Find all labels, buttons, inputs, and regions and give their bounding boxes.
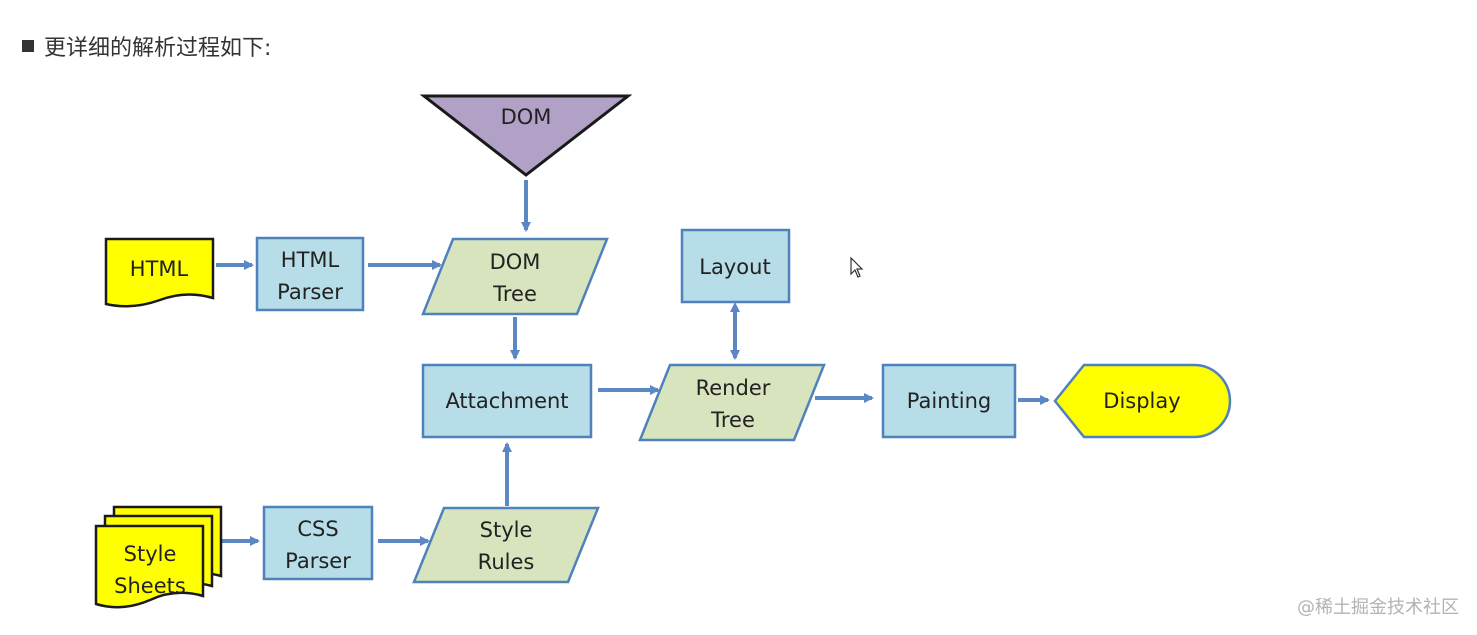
painting-label: Painting	[907, 389, 991, 413]
node-css-parser: CSS Parser	[262, 505, 374, 581]
html-label: HTML	[130, 257, 189, 281]
square-bullet-icon	[22, 40, 34, 52]
style-rules-line2: Rules	[478, 550, 535, 574]
node-style-sheets: Style Sheets	[94, 505, 223, 609]
node-style-rules: Style Rules	[412, 506, 600, 584]
node-html-parser: HTML Parser	[255, 236, 365, 312]
heading-text: 更详细的解析过程如下:	[44, 36, 272, 61]
node-render-tree: Render Tree	[638, 363, 826, 442]
css-parser-line2: Parser	[285, 549, 351, 573]
display-label: Display	[1103, 389, 1180, 413]
node-display: Display	[1053, 363, 1232, 439]
html-parser-line1: HTML	[281, 248, 340, 272]
render-tree-line2: Tree	[710, 408, 755, 432]
dom-label: DOM	[501, 105, 552, 129]
style-sheets-line2: Sheets	[114, 574, 186, 598]
node-html-document: HTML	[104, 237, 215, 308]
mouse-cursor-icon	[850, 256, 864, 278]
style-rules-line1: Style	[480, 518, 533, 542]
node-layout: Layout	[680, 228, 791, 304]
style-sheets-line1: Style	[124, 542, 177, 566]
html-parser-line2: Parser	[277, 280, 343, 304]
node-dom-tree: DOM Tree	[421, 237, 609, 316]
css-parser-line1: CSS	[297, 517, 338, 541]
node-painting: Painting	[881, 363, 1017, 439]
connector-arrows	[216, 180, 1050, 546]
layout-label: Layout	[699, 255, 770, 279]
node-attachment: Attachment	[421, 363, 593, 439]
watermark: @稀土掘金技术社区	[1297, 597, 1459, 618]
section-heading: 更详细的解析过程如下:	[22, 30, 271, 62]
render-tree-line1: Render	[696, 376, 771, 400]
dom-tree-line1: DOM	[490, 250, 541, 274]
dom-tree-line2: Tree	[492, 282, 537, 306]
attachment-label: Attachment	[445, 389, 568, 413]
node-dom: DOM	[419, 94, 633, 177]
